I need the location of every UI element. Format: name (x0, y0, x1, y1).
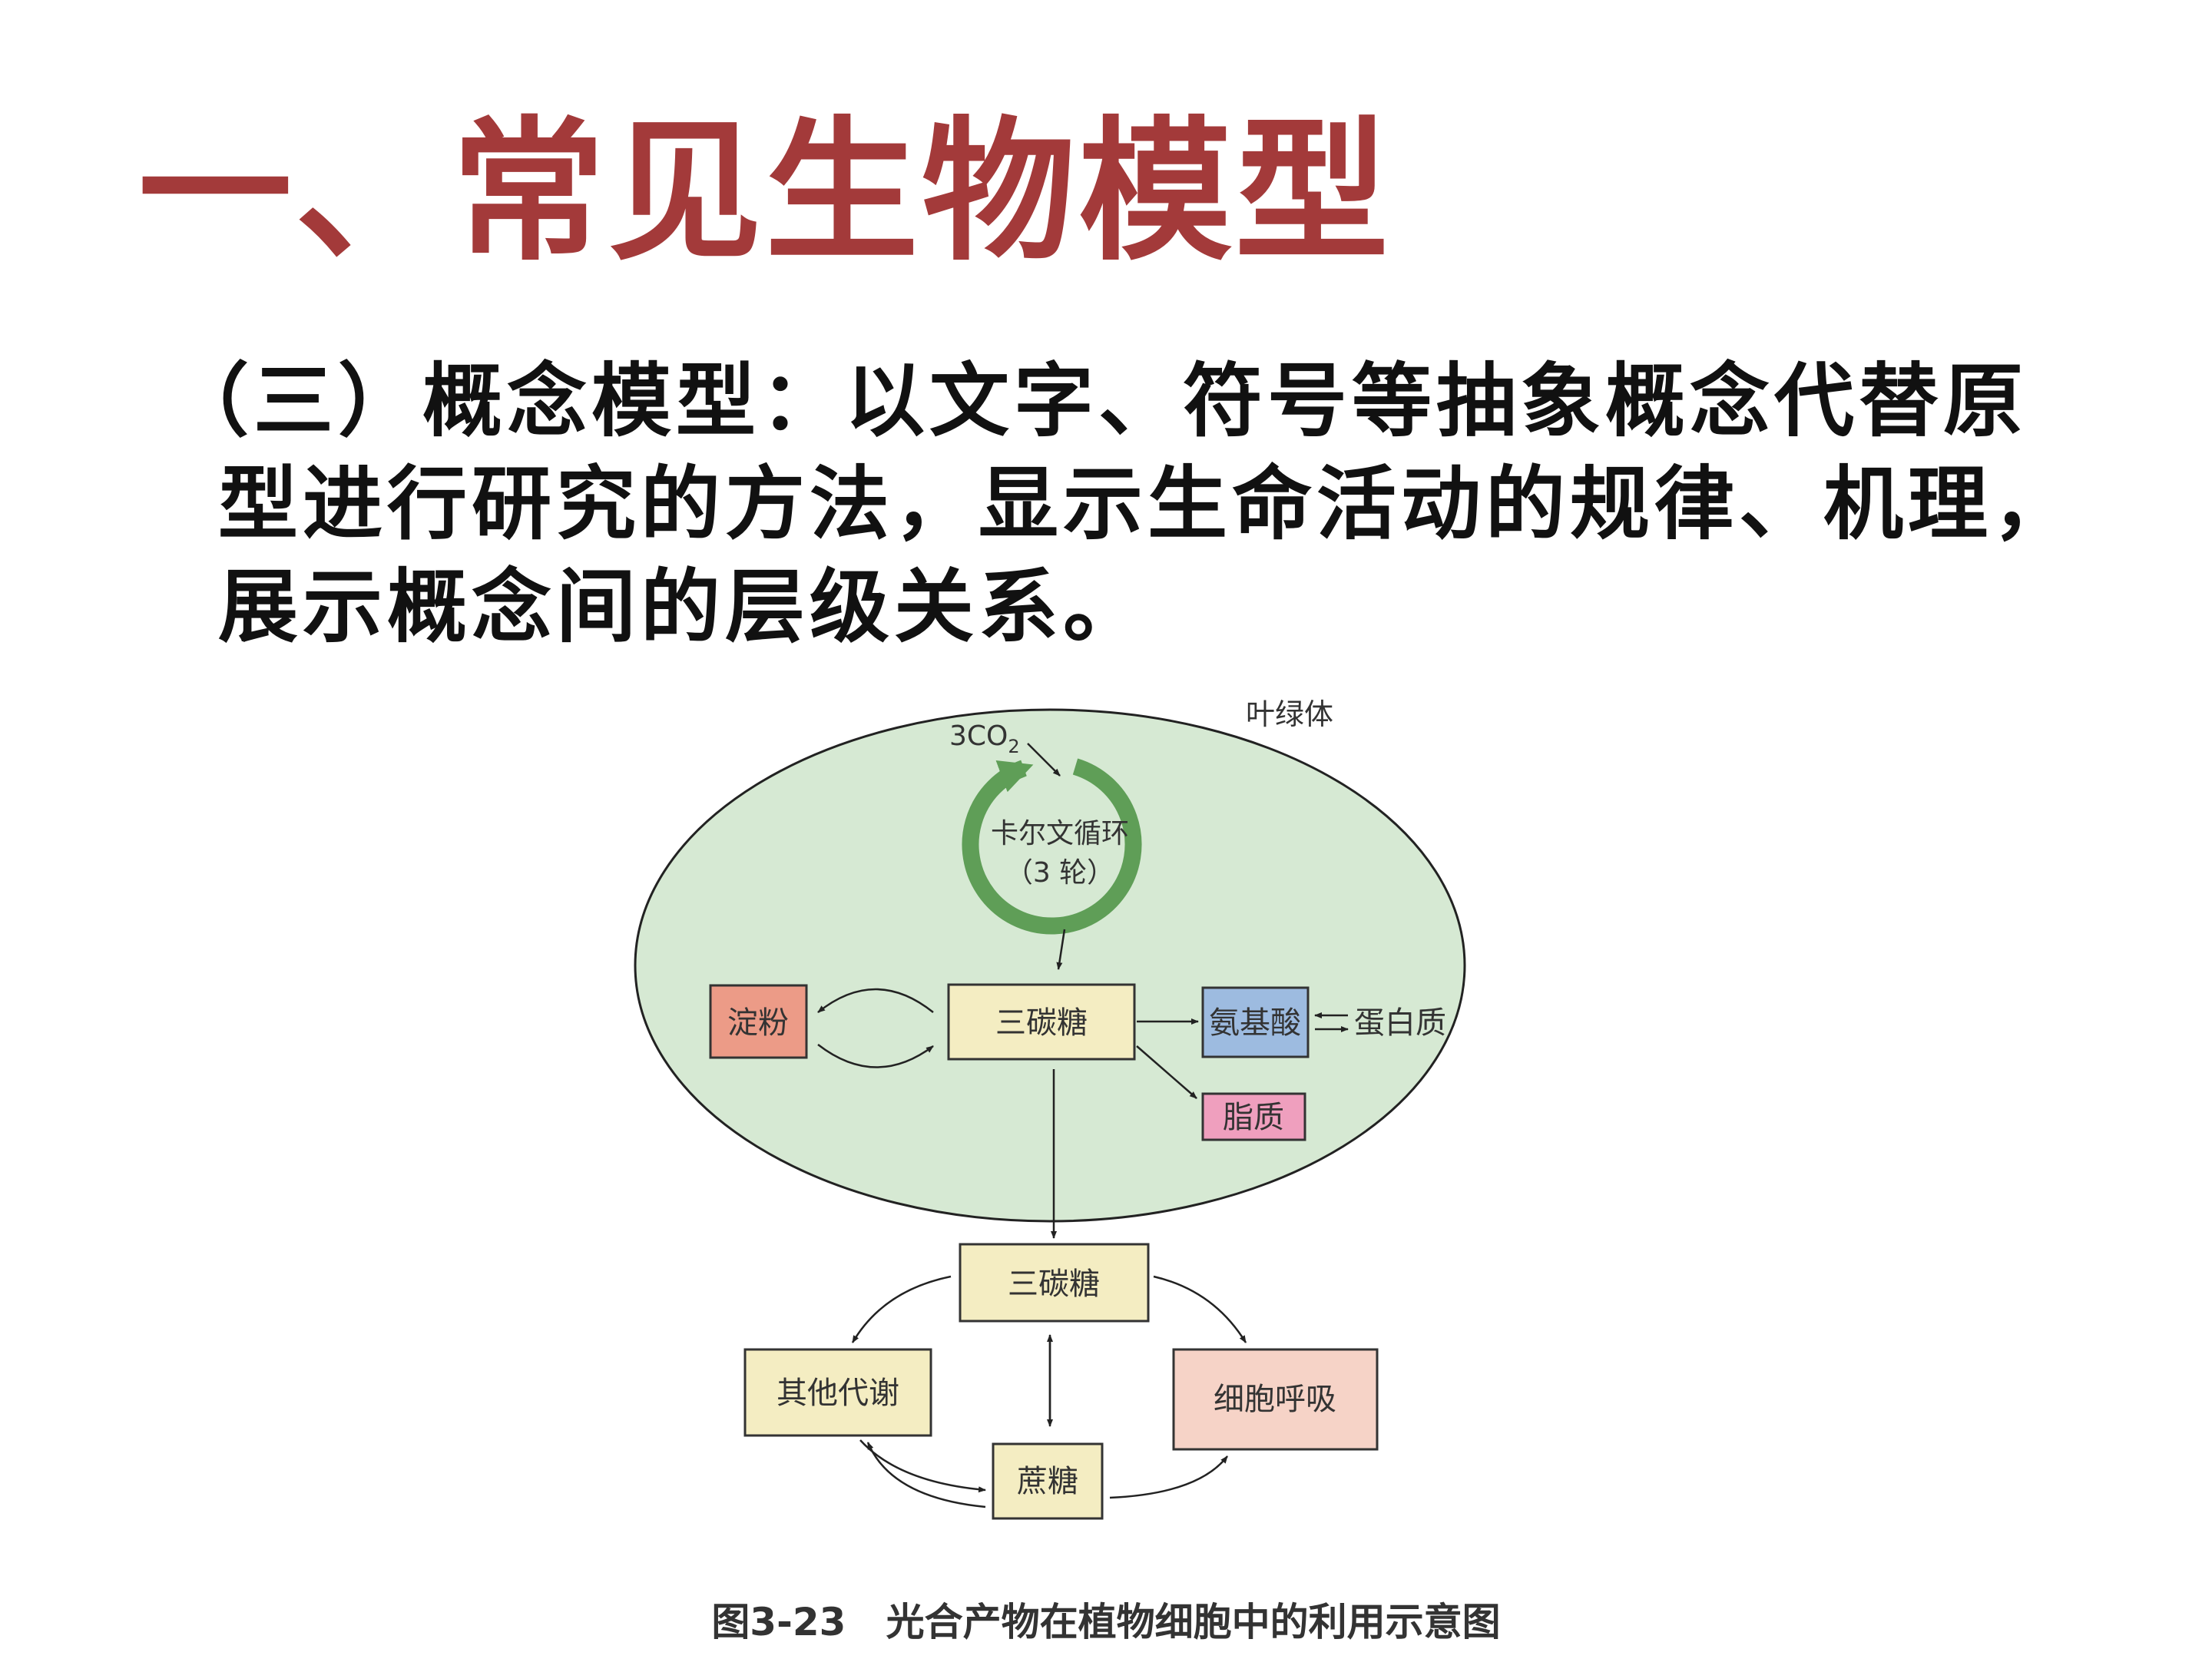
lipid-label: 脂质 (1223, 1100, 1284, 1135)
sucrose-label: 蔗糖 (1017, 1464, 1078, 1499)
triose-chloroplast-box (947, 983, 1136, 1061)
respiration-box (1172, 1348, 1379, 1451)
description-line-3: 展示概念间的层级关系。 (218, 559, 1148, 654)
amino-acid-label: 氨基酸 (1209, 1005, 1301, 1041)
other-to-sucrose-arrow (859, 1439, 986, 1493)
triose-to-lipid-arrow (1136, 1045, 1197, 1099)
starch-label: 淀粉 (727, 1005, 789, 1041)
amino-acid-box (1201, 986, 1310, 1058)
sucrose-to-respiration-arrow (1109, 1455, 1228, 1499)
co2-label: 3CO2 (949, 720, 1020, 757)
triose-chloroplast-label: 三碳糖 (995, 1005, 1088, 1041)
slide-title: 一、常见生物模型 (138, 101, 1392, 282)
triose-to-respiration-arrow (1153, 1275, 1247, 1343)
calvin-cycle-label: 卡尔文循环 (991, 818, 1129, 849)
figure-number: 图3-23 (711, 1600, 846, 1644)
co2-subscript: 2 (1008, 736, 1019, 757)
starch-to-triose-arrow (817, 1044, 934, 1068)
calvin-cycle-ring (962, 758, 1142, 935)
lipid-box (1201, 1092, 1306, 1141)
co2-label-text: 3CO (949, 720, 1008, 752)
concept-model-description: （三）概念模型：以文字、符号等抽象概念代替原 型进行研究的方法，显示生命活动的规… (169, 349, 2089, 658)
calvin-cycle-rounds: （3 轮） (1005, 857, 1114, 889)
triose-cytosol-box (959, 1243, 1150, 1323)
description-line-1: （三）概念模型：以文字、符号等抽象概念代替原 (169, 353, 2028, 448)
triose-cytosol-label: 三碳糖 (1008, 1267, 1100, 1302)
figure-caption: 图3-23 光合产物在植物细胞中的利用示意图 (0, 1591, 2212, 1647)
protein-label: 蛋白质 (1354, 1005, 1446, 1041)
figure-caption-text: 光合产物在植物细胞中的利用示意图 (886, 1600, 1501, 1644)
triose-to-other-arrow (851, 1275, 952, 1343)
description-line-2: 型进行研究的方法，显示生命活动的规律、机理， (218, 456, 2078, 551)
other-metabolism-box (743, 1348, 932, 1437)
respiration-label: 细胞呼吸 (1214, 1382, 1336, 1417)
chloroplast-label: 叶绿体 (1246, 697, 1333, 731)
chloroplast-ellipse (634, 708, 1466, 1223)
other-metabolism-label: 其他代谢 (777, 1376, 899, 1411)
sucrose-box (992, 1442, 1104, 1520)
co2-arrow (1027, 743, 1061, 777)
sucrose-to-other-arrow (866, 1442, 986, 1508)
starch-box (709, 984, 808, 1059)
triose-to-starch-arrow (817, 988, 934, 1013)
cycle-to-triose-arrow (1056, 929, 1066, 970)
